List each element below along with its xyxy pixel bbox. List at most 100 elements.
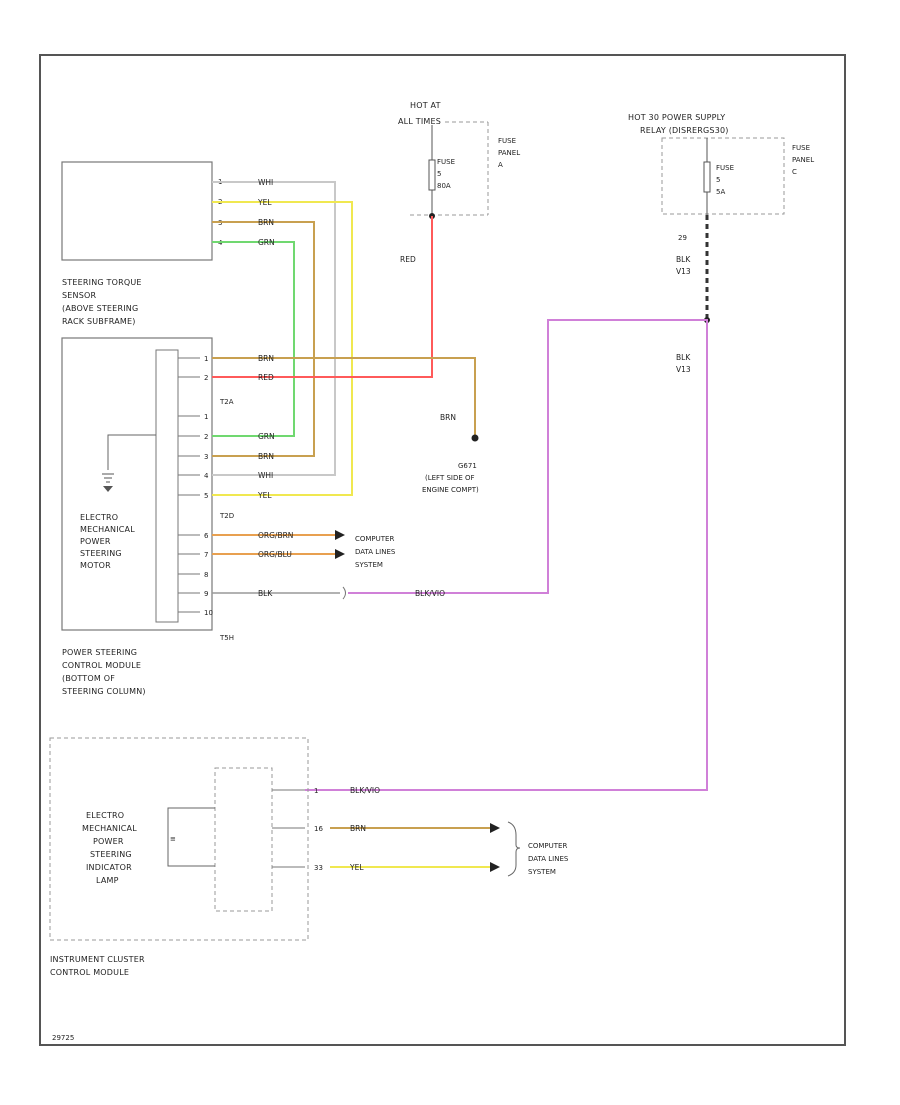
module-pin-a1: 1 — [204, 355, 208, 363]
hot-at-all-times-label-2: ALL TIMES — [398, 117, 441, 126]
hot-30-label-2: RELAY (DISRERGS30) — [640, 126, 729, 135]
wire-yel — [212, 201, 353, 496]
module-pin-b4: 4 — [204, 472, 209, 480]
fuse-panel-c-label-2: PANEL — [792, 156, 814, 164]
data-lines-2-label-1: COMPUTER — [528, 842, 567, 850]
module-pin-b2: 2 — [204, 433, 208, 441]
wire-label-yel-1: YEL — [257, 198, 272, 207]
fuse1-label-2: 5 — [437, 170, 441, 178]
wire-label-blk-v13-a1: BLK — [676, 255, 691, 264]
data-lines-1-label-3: SYSTEM — [355, 561, 383, 569]
module-pin-b1: 1 — [204, 413, 208, 421]
fuse1-label-3: 80A — [437, 182, 451, 190]
module-pin-b10: 10 — [204, 609, 213, 617]
lamp-label-2: MECHANICAL — [82, 824, 137, 833]
lamp-label-4: STEERING — [90, 850, 132, 859]
ground-label-2: (LEFT SIDE OF — [425, 474, 475, 482]
wire-blk-vio-top — [305, 319, 708, 791]
data-lines-2-label-3: SYSTEM — [528, 868, 556, 876]
wire-brn-ground — [212, 357, 476, 435]
wire-label-brn-2: BRN — [258, 452, 274, 461]
wire-grn — [212, 241, 295, 437]
motor-label-2: MECHANICAL — [80, 525, 135, 534]
module-pin-b8: 8 — [204, 571, 208, 579]
wire-label-blk-v13-b2: V13 — [676, 365, 691, 374]
wire-label-red-2: RED — [258, 373, 274, 382]
fuse2-label-2: 5 — [716, 176, 720, 184]
module-label-2: CONTROL MODULE — [62, 661, 141, 670]
module-pin-b3: 3 — [204, 453, 208, 461]
lamp-label-1: ELECTRO — [86, 811, 124, 820]
motor-label-4: STEERING — [80, 549, 122, 558]
wire-label-whi-2: WHI — [258, 471, 273, 480]
module-pin-b9: 9 — [204, 590, 208, 598]
sensor-label-3: (ABOVE STEERING — [62, 304, 138, 313]
cluster-pin-1: 1 — [314, 787, 318, 795]
connector-t2d: T2D — [219, 512, 234, 520]
fuse1-label-1: FUSE — [437, 158, 455, 166]
sensor-label-4: RACK SUBFRAME) — [62, 317, 136, 326]
fuse-panel-c-label-3: C — [792, 168, 797, 176]
ground-label-3: ENGINE COMPT) — [422, 486, 479, 494]
wire-label-brn-5: BRN — [350, 824, 366, 833]
fuse-panel-a-label-3: A — [498, 161, 503, 169]
wire-label-grn-1: GRN — [258, 238, 275, 247]
fuse-panel-a-label-1: FUSE — [498, 137, 516, 145]
module-pin-a2: 2 — [204, 374, 208, 382]
wire-label-blk: BLK — [258, 589, 273, 598]
module-pin-b5: 5 — [204, 492, 208, 500]
cluster-label-1: INSTRUMENT CLUSTER — [50, 955, 145, 964]
module-pin-b6: 6 — [204, 532, 209, 540]
fuse-panel-a-label-2: PANEL — [498, 149, 520, 157]
sensor-module-wires — [212, 181, 353, 496]
fuse-panel-a: HOT AT ALL TIMES FUSE 5 80A FUSE PANEL A — [398, 101, 520, 219]
fuse2-label-3: 5A — [716, 188, 725, 196]
module-label-4: STEERING COLUMN) — [62, 687, 146, 696]
module-label-1: POWER STEERING — [62, 648, 137, 657]
diagram-code: 29725 — [52, 1034, 74, 1042]
wire-label-grn-2: GRN — [258, 432, 275, 441]
fuse-panel-c: HOT 30 POWER SUPPLY RELAY (DISRERGS30) F… — [628, 113, 814, 374]
wire-label-yel-2: YEL — [257, 491, 272, 500]
connector-t5h: T5H — [219, 634, 234, 642]
wire-label-org-brn: ORG/BRN — [258, 531, 293, 540]
module-label-3: (BOTTOM OF — [62, 674, 115, 683]
connector-t2a: T2A — [219, 398, 234, 406]
lamp-label-3: POWER — [93, 837, 124, 846]
fuse-panel-c-label-1: FUSE — [792, 144, 810, 152]
fuse2-label-1: FUSE — [716, 164, 734, 172]
data-lines-1-label-1: COMPUTER — [355, 535, 394, 543]
wire-label-brn-4: BRN — [440, 413, 456, 422]
lamp-label-5: INDICATOR — [86, 863, 132, 872]
wire-brn — [212, 221, 315, 457]
lamp-symbol: ≡ — [170, 835, 176, 843]
module-pin-b7: 7 — [204, 551, 208, 559]
wire-whi — [212, 181, 336, 476]
wire-label-brn-3: BRN — [258, 354, 274, 363]
sensor-label-2: SENSOR — [62, 291, 96, 300]
cluster-pin-16: 16 — [314, 825, 323, 833]
cluster-label-2: CONTROL MODULE — [50, 968, 129, 977]
wire-label-whi-1: WHI — [258, 178, 273, 187]
wire-label-blk-v13-a2: V13 — [676, 267, 691, 276]
instrument-cluster: ELECTRO MECHANICAL POWER STEERING INDICA… — [49, 737, 323, 977]
wire-label-blk-vio-2: BLK/VIO — [350, 786, 380, 795]
wire-label-blk-v13-b1: BLK — [676, 353, 691, 362]
hot-at-all-times-label-1: HOT AT — [410, 101, 441, 110]
ground-label-1: G671 — [458, 462, 477, 470]
motor-label-1: ELECTRO — [80, 513, 118, 522]
outer-frame — [39, 54, 846, 1046]
wire-label-yel-3: YEL — [349, 863, 364, 872]
wire-label-red-1: RED — [400, 255, 416, 264]
splice-pin-label: 29 — [678, 234, 687, 242]
ps-control-module: POWER STEERING CONTROL MODULE (BOTTOM OF… — [61, 337, 234, 696]
data-lines-1-label-2: DATA LINES — [355, 548, 396, 556]
cluster-pin-33: 33 — [314, 864, 323, 872]
data-lines-2-label-2: DATA LINES — [528, 855, 569, 863]
steering-torque-sensor: STEERING TORQUE SENSOR (ABOVE STEERING R… — [61, 161, 223, 326]
motor-label-3: POWER — [80, 537, 111, 546]
wire-label-brn-1: BRN — [258, 218, 274, 227]
wire-red — [212, 216, 433, 378]
hot-30-label-1: HOT 30 POWER SUPPLY — [628, 113, 725, 122]
